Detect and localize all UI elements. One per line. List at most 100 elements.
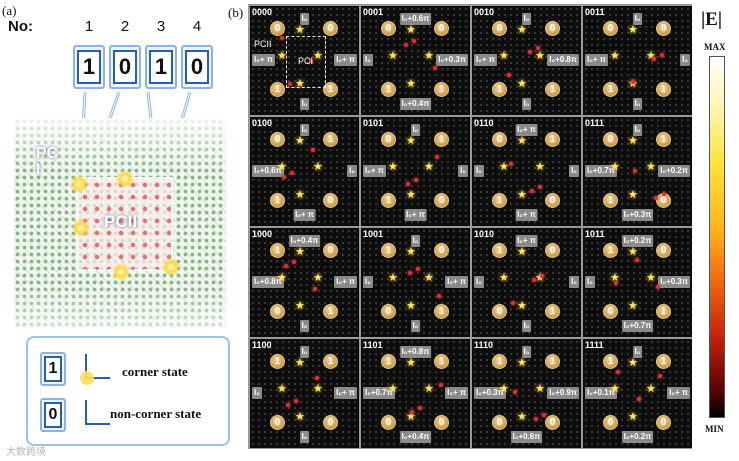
hotspot-star: ★ xyxy=(610,50,620,62)
field-hotspot xyxy=(418,406,422,410)
hotspot-star: ★ xyxy=(517,357,527,369)
field-hotspot xyxy=(528,50,532,54)
corner-bit-marker: 1 xyxy=(603,243,618,258)
corner-bit-marker: 1 xyxy=(492,354,507,369)
corner-bit-marker: 0 xyxy=(381,21,396,36)
hotspot-star: ★ xyxy=(517,135,527,147)
corner-bit-marker: 1 xyxy=(270,243,285,258)
corner-bit-marker: 0 xyxy=(381,132,396,147)
legend-bit-zero: 0 xyxy=(44,402,62,428)
phase-label-top: I₀ xyxy=(299,346,310,358)
corner-bit-marker: 1 xyxy=(492,82,507,97)
phase-label-left: I₀+0.6π xyxy=(252,165,284,177)
phase-label-bottom: I₀ xyxy=(299,431,310,443)
corner-bit-marker: 0 xyxy=(603,304,618,319)
hotspot-star: ★ xyxy=(535,50,545,62)
hotspot-star: ★ xyxy=(499,50,509,62)
phase-label-top: I₀ xyxy=(632,13,643,25)
hotspot-star: ★ xyxy=(313,161,323,173)
hotspot-star: ★ xyxy=(388,272,398,284)
hotspot-star: ★ xyxy=(610,161,620,173)
bit-box: 1 xyxy=(145,45,177,89)
corner-bit-marker: 1 xyxy=(545,132,560,147)
phase-label-bottom: I₀ xyxy=(299,320,310,332)
cell-code-label: 1000 xyxy=(252,229,273,239)
corner-bit-marker: 0 xyxy=(434,193,449,208)
cell-code-label: 1011 xyxy=(585,229,605,239)
hotspot-star: ★ xyxy=(646,383,656,395)
field-hotspot xyxy=(532,278,536,282)
pci-inner-label: PCI xyxy=(298,56,314,66)
pcii-label: PCII xyxy=(104,212,138,231)
field-hotspot xyxy=(282,175,286,179)
corner-bit-marker: 1 xyxy=(545,82,560,97)
cell-code-label: 0110 xyxy=(474,118,494,128)
hotspot-star: ★ xyxy=(313,272,323,284)
phase-label-left: I₀+0.7π xyxy=(363,387,395,399)
no-label: No: xyxy=(8,18,33,35)
phase-label-right: I₀+0.9π xyxy=(547,387,579,399)
cell-code-label: 1100 xyxy=(252,340,272,350)
phase-label-bottom: I₀ xyxy=(410,320,421,332)
phase-label-top: I₀ xyxy=(632,346,643,358)
position-number: 4 xyxy=(192,18,202,35)
hotspot-star: ★ xyxy=(388,50,398,62)
phase-label-bottom: I₀+0.3π xyxy=(621,209,654,221)
hotspot-star: ★ xyxy=(406,300,416,312)
bit-value: 0 xyxy=(113,50,137,84)
corner-bit-marker: 0 xyxy=(492,415,507,430)
phase-label-left: I₀+0.8π xyxy=(252,276,284,288)
corner-bit-marker: 0 xyxy=(270,415,285,430)
hotspot-star: ★ xyxy=(424,50,434,62)
phase-label-bottom: I₀+0.4π xyxy=(399,98,432,110)
field-hotspot xyxy=(662,192,666,196)
cell-code-label: 0011 xyxy=(585,7,605,17)
phase-label-top: I₀ xyxy=(299,13,310,25)
phase-label-left: I₀+ π xyxy=(585,54,608,66)
phase-label-top: I₀+0.2π xyxy=(621,235,654,247)
hotspot-star: ★ xyxy=(628,300,638,312)
field-hotspot xyxy=(509,162,513,166)
corner-bit-marker: 0 xyxy=(270,21,285,36)
corner-bit-marker: 1 xyxy=(656,82,671,97)
hotspot-star: ★ xyxy=(517,78,527,90)
hotspot-star: ★ xyxy=(535,383,545,395)
phase-label-top: I₀ xyxy=(521,13,532,25)
corner-bit-marker: 0 xyxy=(656,21,671,36)
corner-bit-marker: 0 xyxy=(323,243,338,258)
hotspot-star: ★ xyxy=(499,272,509,284)
hotspot-star: ★ xyxy=(277,272,287,284)
phase-label-bottom: I₀+ π xyxy=(293,209,316,221)
corner-bit-marker: 1 xyxy=(381,243,396,258)
hotspot-star: ★ xyxy=(277,383,287,395)
hotspot-star: ★ xyxy=(313,383,323,395)
field-hotspot xyxy=(433,66,437,70)
corner-bit-marker: 0 xyxy=(323,193,338,208)
phase-label-bottom: I₀+ π xyxy=(404,209,427,221)
hotspot-star: ★ xyxy=(388,383,398,395)
corner-bit-marker: 0 xyxy=(545,415,560,430)
bit-box: 1 xyxy=(73,45,105,89)
phase-label-bottom: I₀+0.4π xyxy=(399,431,432,443)
corner-bit-marker: 0 xyxy=(545,21,560,36)
cell-code-label: 0001 xyxy=(363,7,384,17)
hotspot-star: ★ xyxy=(295,189,305,201)
hotspot-star: ★ xyxy=(406,246,416,258)
hotspot-star: ★ xyxy=(277,50,287,62)
corner-bit-marker: 0 xyxy=(492,132,507,147)
field-hotspot xyxy=(660,53,664,57)
hotspot-star: ★ xyxy=(517,189,527,201)
phase-label-right: I₀+0.3π xyxy=(658,276,690,288)
corner-bit-marker: 0 xyxy=(381,415,396,430)
hotspot-star: ★ xyxy=(295,411,305,423)
bit-box: 0 xyxy=(181,45,213,89)
corner-bit-marker: 0 xyxy=(545,243,560,258)
phase-label-right: I₀ xyxy=(680,54,690,66)
field-hotspot xyxy=(542,413,546,417)
legend-box: 1 corner state 0 non-corner state xyxy=(26,336,230,446)
corner-bit-marker: 1 xyxy=(270,354,285,369)
field-hotspot xyxy=(513,390,517,394)
